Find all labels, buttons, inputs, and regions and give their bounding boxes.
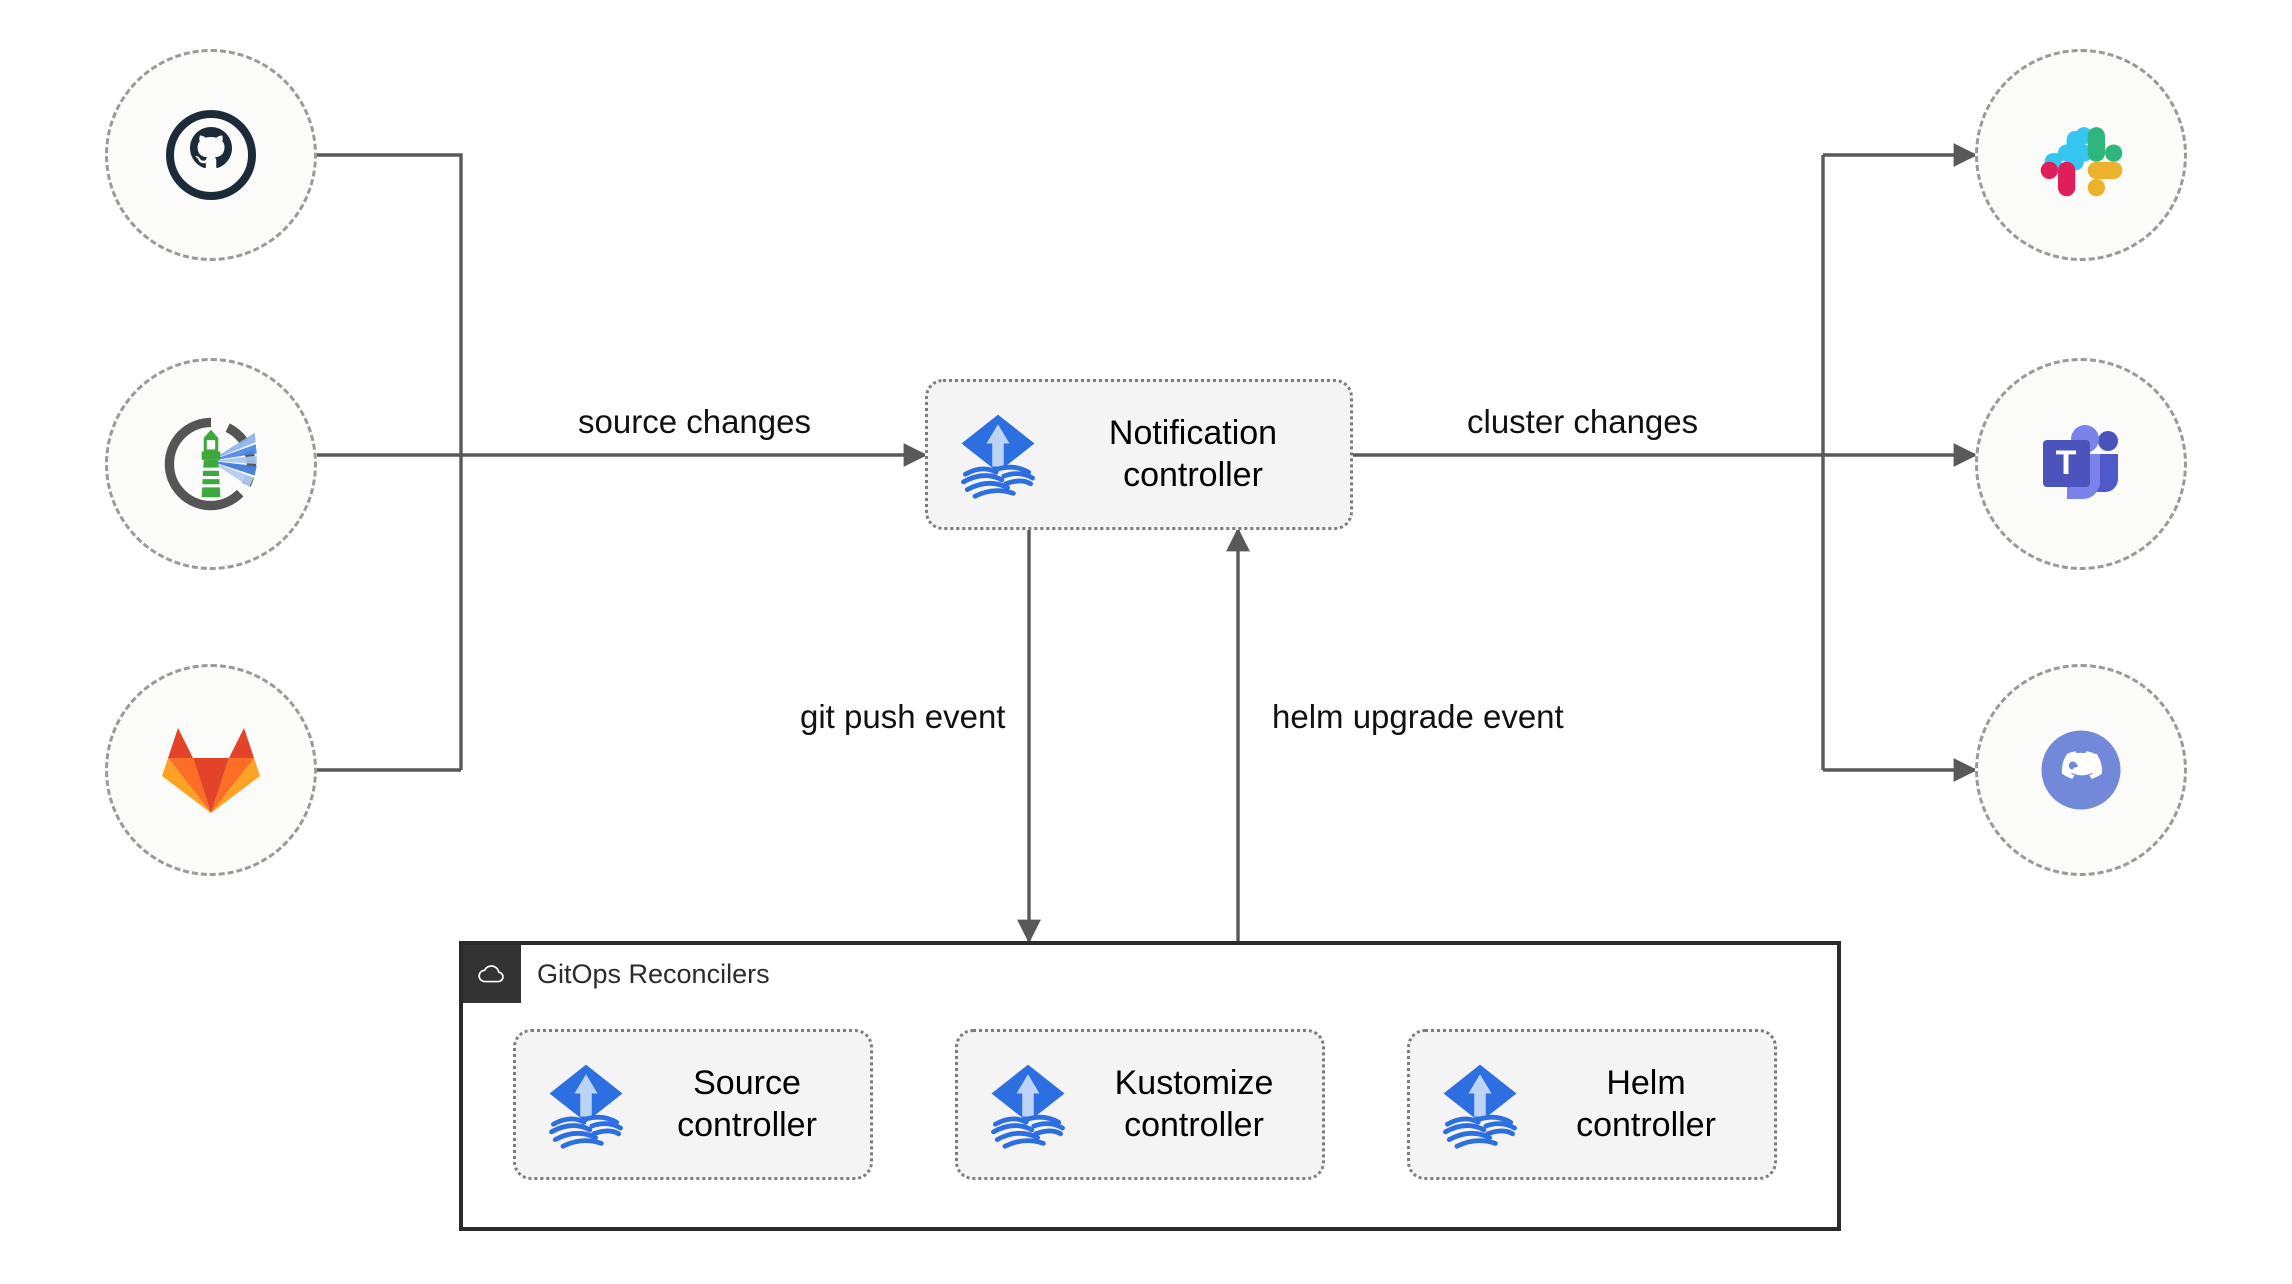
gitlab-icon <box>152 711 270 829</box>
source-controller-box[interactable]: Source controller <box>513 1029 873 1180</box>
destination-node-discord[interactable] <box>1975 664 2187 876</box>
edge-label-source-changes: source changes <box>578 403 811 440</box>
edge-label-git-push-event: git push event <box>800 698 1006 735</box>
gitops-reconcilers-title: GitOps Reconcilers <box>537 958 770 989</box>
cloud-icon <box>463 945 521 1003</box>
microsoft-teams-icon: T <box>2022 405 2140 523</box>
flux-lighthouse-icon <box>152 405 270 523</box>
helm-controller-label: Helm controller <box>1576 1064 1716 1144</box>
flux-controller-icon <box>1432 1057 1528 1153</box>
wire-left-bus-top <box>317 153 463 770</box>
source-node-gitlab[interactable] <box>105 664 317 876</box>
helm-controller-box[interactable]: Helm controller <box>1407 1029 1777 1180</box>
notification-controller-box[interactable]: Notification controller <box>925 379 1353 530</box>
destination-node-slack[interactable] <box>1975 49 2187 261</box>
kustomize-controller-label: Kustomize controller <box>1114 1064 1274 1144</box>
svg-text:T: T <box>2056 444 2077 482</box>
edge-label-cluster-changes: cluster changes <box>1467 403 1699 440</box>
destination-node-teams[interactable]: T <box>1975 358 2187 570</box>
flux-controller-icon <box>950 407 1046 503</box>
edge-label-helm-upgrade-event: helm upgrade event <box>1272 698 1564 735</box>
source-node-github[interactable] <box>105 49 317 261</box>
notification-controller-label: Notification controller <box>1108 414 1278 494</box>
discord-icon <box>2022 711 2140 829</box>
source-controller-label: Source controller <box>677 1064 817 1144</box>
flux-controller-icon <box>538 1057 634 1153</box>
github-icon <box>152 96 270 214</box>
kustomize-controller-box[interactable]: Kustomize controller <box>955 1029 1325 1180</box>
gitops-reconcilers-titlebar: GitOps Reconcilers <box>463 945 770 1003</box>
slack-icon <box>2022 96 2140 214</box>
source-node-flux[interactable] <box>105 358 317 570</box>
flux-controller-icon <box>980 1057 1076 1153</box>
